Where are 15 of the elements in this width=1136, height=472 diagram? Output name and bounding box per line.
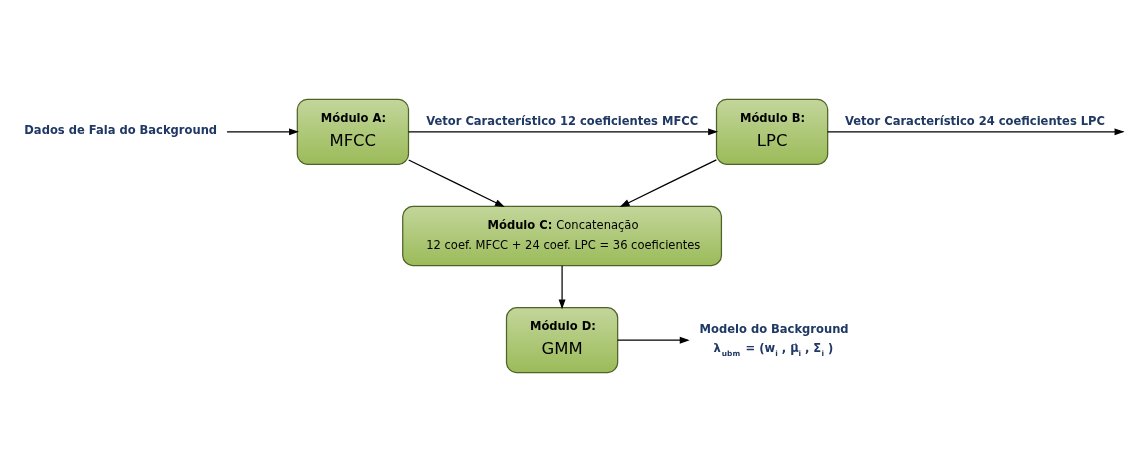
- arrow: [617, 336, 690, 344]
- arrow: [407, 128, 719, 136]
- node-text: Modelo do Background λ$_{ubm}$ = (w$_{i}$, μ⃗$_{i}$, Σ$_{i}$): [699, 321, 849, 359]
- node-text: Dados de Fala do Background: [24, 123, 218, 138]
- arrow: [827, 128, 1125, 136]
- node-box: Módulo C: Concatenação 12 coef. MFCC + 24 coef. LPC = 36 coeficientes: [402, 205, 723, 267]
- arrow: [226, 128, 299, 136]
- node-box: Módulo B: LPC: [715, 98, 829, 165]
- node-box: Módulo D: GMM: [505, 307, 619, 374]
- arrow: [619, 159, 717, 208]
- edge-label: Vetor Característico 24 coeficientes LPC: [845, 114, 1106, 129]
- arrow: [558, 265, 566, 310]
- edge-label: Vetor Característico 12 coeficientes MFCC: [426, 114, 699, 129]
- arrow: [408, 159, 505, 208]
- node-box: Módulo A: MFCC: [296, 98, 410, 165]
